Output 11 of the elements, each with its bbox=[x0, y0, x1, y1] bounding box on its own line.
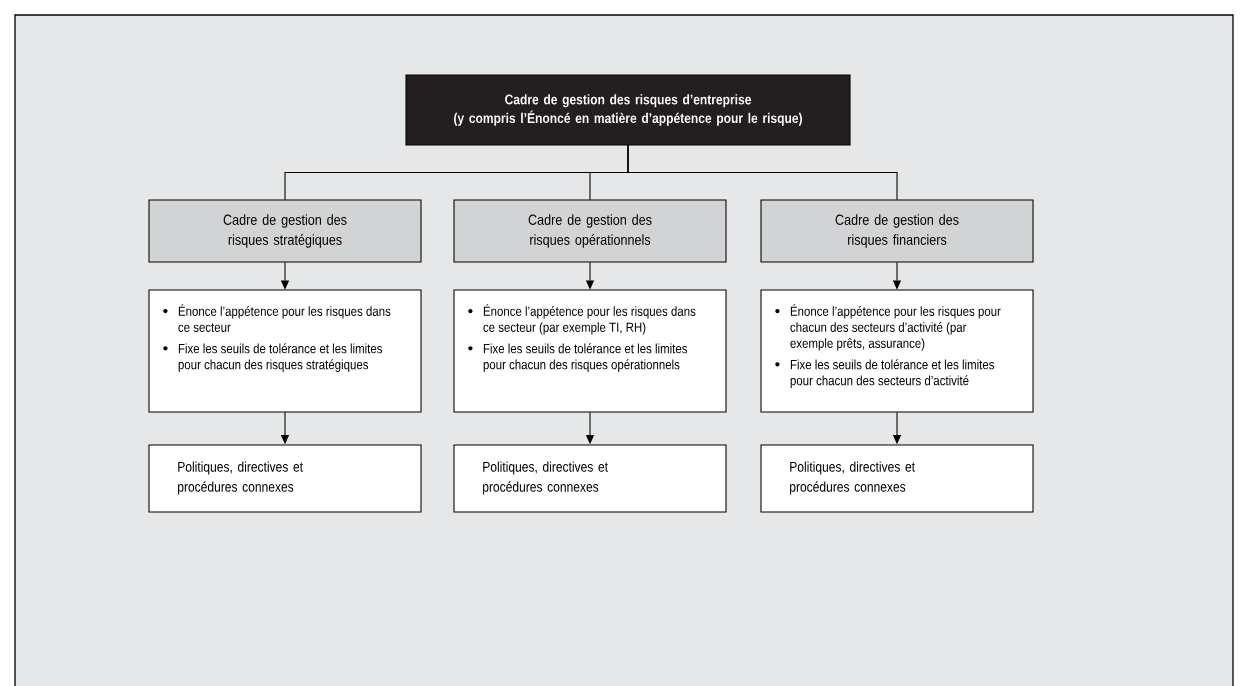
bullet-list-box: Énonce l’appétence pour les risques dans ce secteur (par exemple TI, RH) Fixe les seuils de tolérance et les limites pour chacun des risques opérationnels bbox=[453, 289, 727, 413]
title-box: Cadre de gestion des risques d’entreprise (y compris l’Énoncé en matière d’appétence pour le risque) bbox=[405, 74, 851, 146]
bullet-list-box: Énonce l’appétence pour les risques dans ce secteur Fixe les seuils de tolérance et les limites pour chacun des risques stratégiques bbox=[148, 289, 422, 413]
category-box: Cadre de gestion des risques financiers bbox=[760, 199, 1034, 263]
category-box: Cadre de gestion des risques stratégiques bbox=[148, 199, 422, 263]
process-box: Politiques, directives et procédures connexes bbox=[148, 444, 422, 513]
process-box: Politiques, directives et procédures connexes bbox=[760, 444, 1034, 513]
process-box: Politiques, directives et procédures connexes bbox=[453, 444, 727, 513]
category-box: Cadre de gestion des risques opérationnels bbox=[453, 199, 727, 263]
connector-line bbox=[627, 144, 898, 201]
bullet-list-box: Énonce l’appétence pour les risques pour chacun des secteurs d’activité (par exemple prêts, assurance) Fixe les seuils de tolérance et les limites pour chacun des secteurs d’activité bbox=[760, 289, 1034, 413]
